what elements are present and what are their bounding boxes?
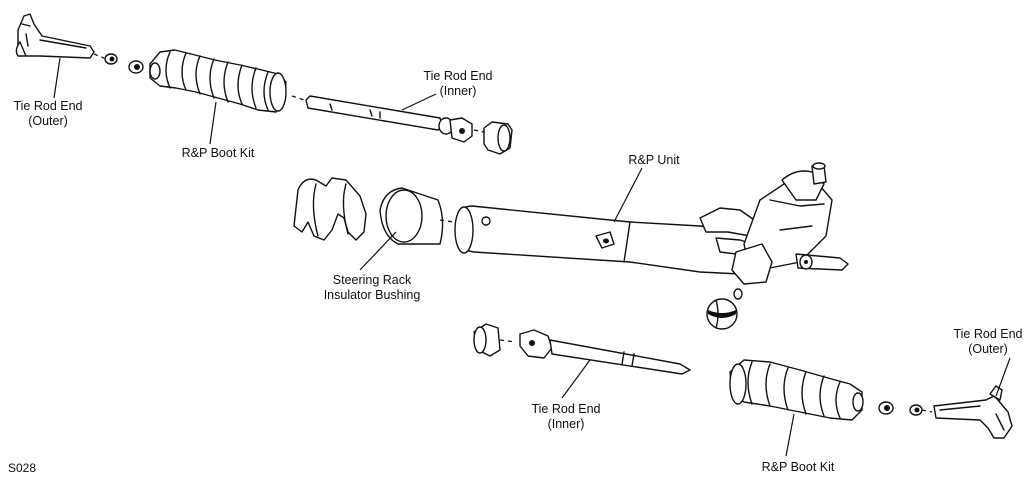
clamp-left-1 xyxy=(128,60,144,74)
insulator-bushing-solid xyxy=(379,187,455,245)
inner-tie-rod-bottom xyxy=(519,329,691,375)
label-tie-rod-end-inner-top: Tie Rod End (Inner) xyxy=(423,69,493,98)
outer-tie-rod-end-left xyxy=(15,13,105,59)
label-tie-rod-end-inner-bottom: Tie Rod End (Inner) xyxy=(531,402,601,431)
retaining-ring xyxy=(733,288,743,300)
figure-code: S028 xyxy=(8,461,37,475)
label-tie-rod-end-outer-left: Tie Rod End (Outer) xyxy=(13,99,83,128)
outer-tie-rod-end-right xyxy=(933,385,1013,439)
clamp-right-1 xyxy=(878,401,894,415)
rp-boot-bottom xyxy=(729,359,864,421)
leader-lines xyxy=(53,57,1011,457)
inner-tie-rod-bushing-bottom xyxy=(473,323,501,357)
rp-boot-top xyxy=(149,49,287,113)
insulator-bushing-split xyxy=(293,177,367,241)
label-steering-rack-insulator-bushing: Steering Rack Insulator Bushing xyxy=(323,273,421,302)
label-tie-rod-end-outer-right: Tie Rod End (Outer) xyxy=(953,327,1023,356)
inner-tie-rod-top xyxy=(305,95,473,143)
nut-right-1 xyxy=(909,404,923,416)
label-rp-boot-kit-bottom: R&P Boot Kit xyxy=(761,460,835,474)
nut-left-1 xyxy=(104,53,118,65)
label-rp-boot-kit-top: R&P Boot Kit xyxy=(181,146,255,160)
label-rp-unit: R&P Unit xyxy=(628,153,680,167)
rack-and-pinion-unit xyxy=(454,162,849,285)
ball-bushing xyxy=(706,298,738,330)
inner-tie-rod-bushing-top xyxy=(483,121,513,155)
